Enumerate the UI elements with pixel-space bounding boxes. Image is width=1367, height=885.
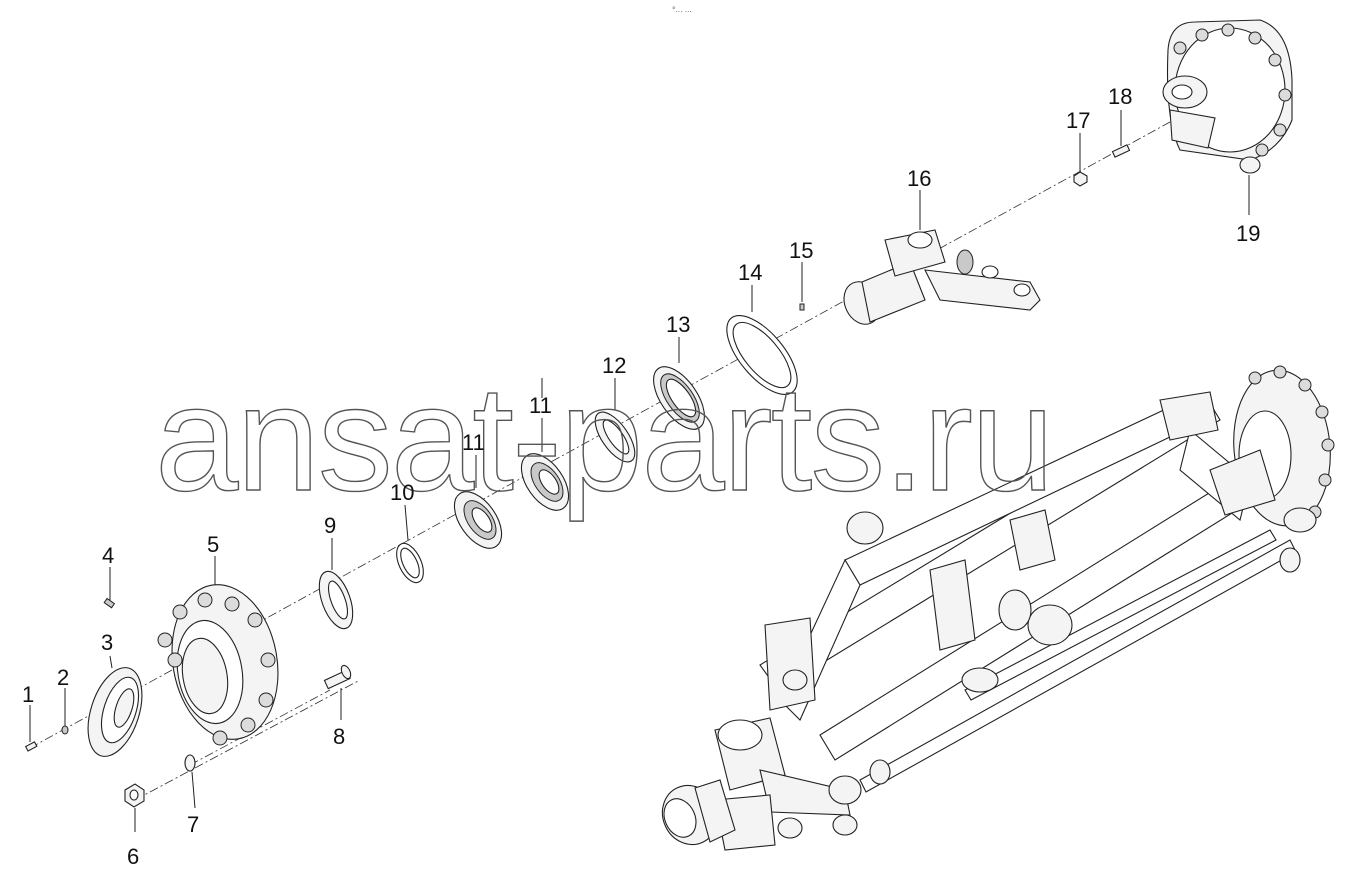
part-nut-6 (124, 783, 145, 808)
part-housing-19 (1162, 19, 1293, 174)
callout-label: 11 (462, 430, 485, 455)
watermark-text: ansat-parts.ru (155, 354, 1052, 522)
callout-label: 15 (789, 238, 813, 263)
part-oil-seal-13 (653, 366, 705, 430)
part-pin-4 (103, 597, 116, 609)
part-nut-17 (1073, 171, 1088, 187)
callout-label: 5 (207, 532, 219, 557)
axle-assembly (661, 365, 1335, 851)
callout-label: 8 (333, 724, 345, 749)
callout-label: 6 (127, 844, 139, 869)
callout-label: 4 (102, 543, 114, 568)
part-lock-washer-10 (396, 542, 424, 584)
callout-label: 3 (101, 630, 113, 655)
part-kingpin-18 (1111, 144, 1131, 158)
callout-label: 2 (57, 665, 69, 690)
callout-label: 17 (1066, 108, 1090, 133)
part-bolt-1 (24, 741, 38, 752)
callout-label: 19 (1236, 221, 1260, 246)
callout-label: 7 (187, 812, 199, 837)
callout-label: 16 (907, 166, 931, 191)
part-screw-15 (799, 303, 805, 311)
part-steering-knuckle-16 (843, 229, 1041, 325)
part-hub-cap-3 (87, 667, 143, 757)
callout-label: 18 (1108, 84, 1132, 109)
part-dust-shield-14 (726, 315, 798, 395)
callout-labels: 1 2 3 4 5 6 7 8 9 10 11 11 12 13 14 15 1… (22, 84, 1260, 869)
leader-lines (29, 110, 1250, 832)
callout-label: 11 (529, 393, 552, 418)
callout-label: 12 (602, 353, 626, 378)
part-spacer-12 (594, 411, 636, 463)
top-hint: °… … (672, 6, 692, 14)
part-wheel-stud-8 (323, 664, 352, 690)
callout-label: 13 (666, 312, 690, 337)
callout-label: 10 (390, 480, 414, 505)
part-seal-9 (318, 570, 354, 630)
part-wheel-hub-5 (157, 584, 279, 746)
callout-label: 1 (22, 682, 34, 707)
part-washer-7 (184, 754, 196, 772)
part-bearing-11a (453, 491, 503, 549)
callout-label: 9 (324, 513, 336, 538)
callout-label: 14 (738, 260, 762, 285)
part-washer-2 (61, 725, 69, 735)
part-bearing-11b (520, 453, 570, 511)
